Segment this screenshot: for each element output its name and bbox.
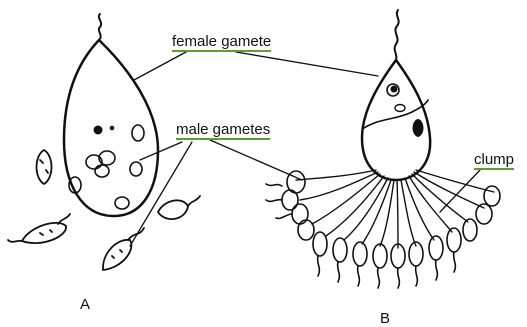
male-gamete-clump-b — [266, 171, 500, 288]
female-gamete-label: female gamete — [172, 34, 271, 52]
leader-lines — [130, 52, 480, 246]
clump-label: clump — [474, 152, 514, 170]
female-gamete-a — [64, 14, 158, 216]
male-gametes-label: male gametes — [176, 122, 270, 140]
female-gamete-b — [362, 10, 430, 180]
male-gametes-a — [8, 150, 200, 270]
panel-b-letter: B — [380, 310, 390, 327]
panel-a-letter: A — [80, 296, 90, 313]
